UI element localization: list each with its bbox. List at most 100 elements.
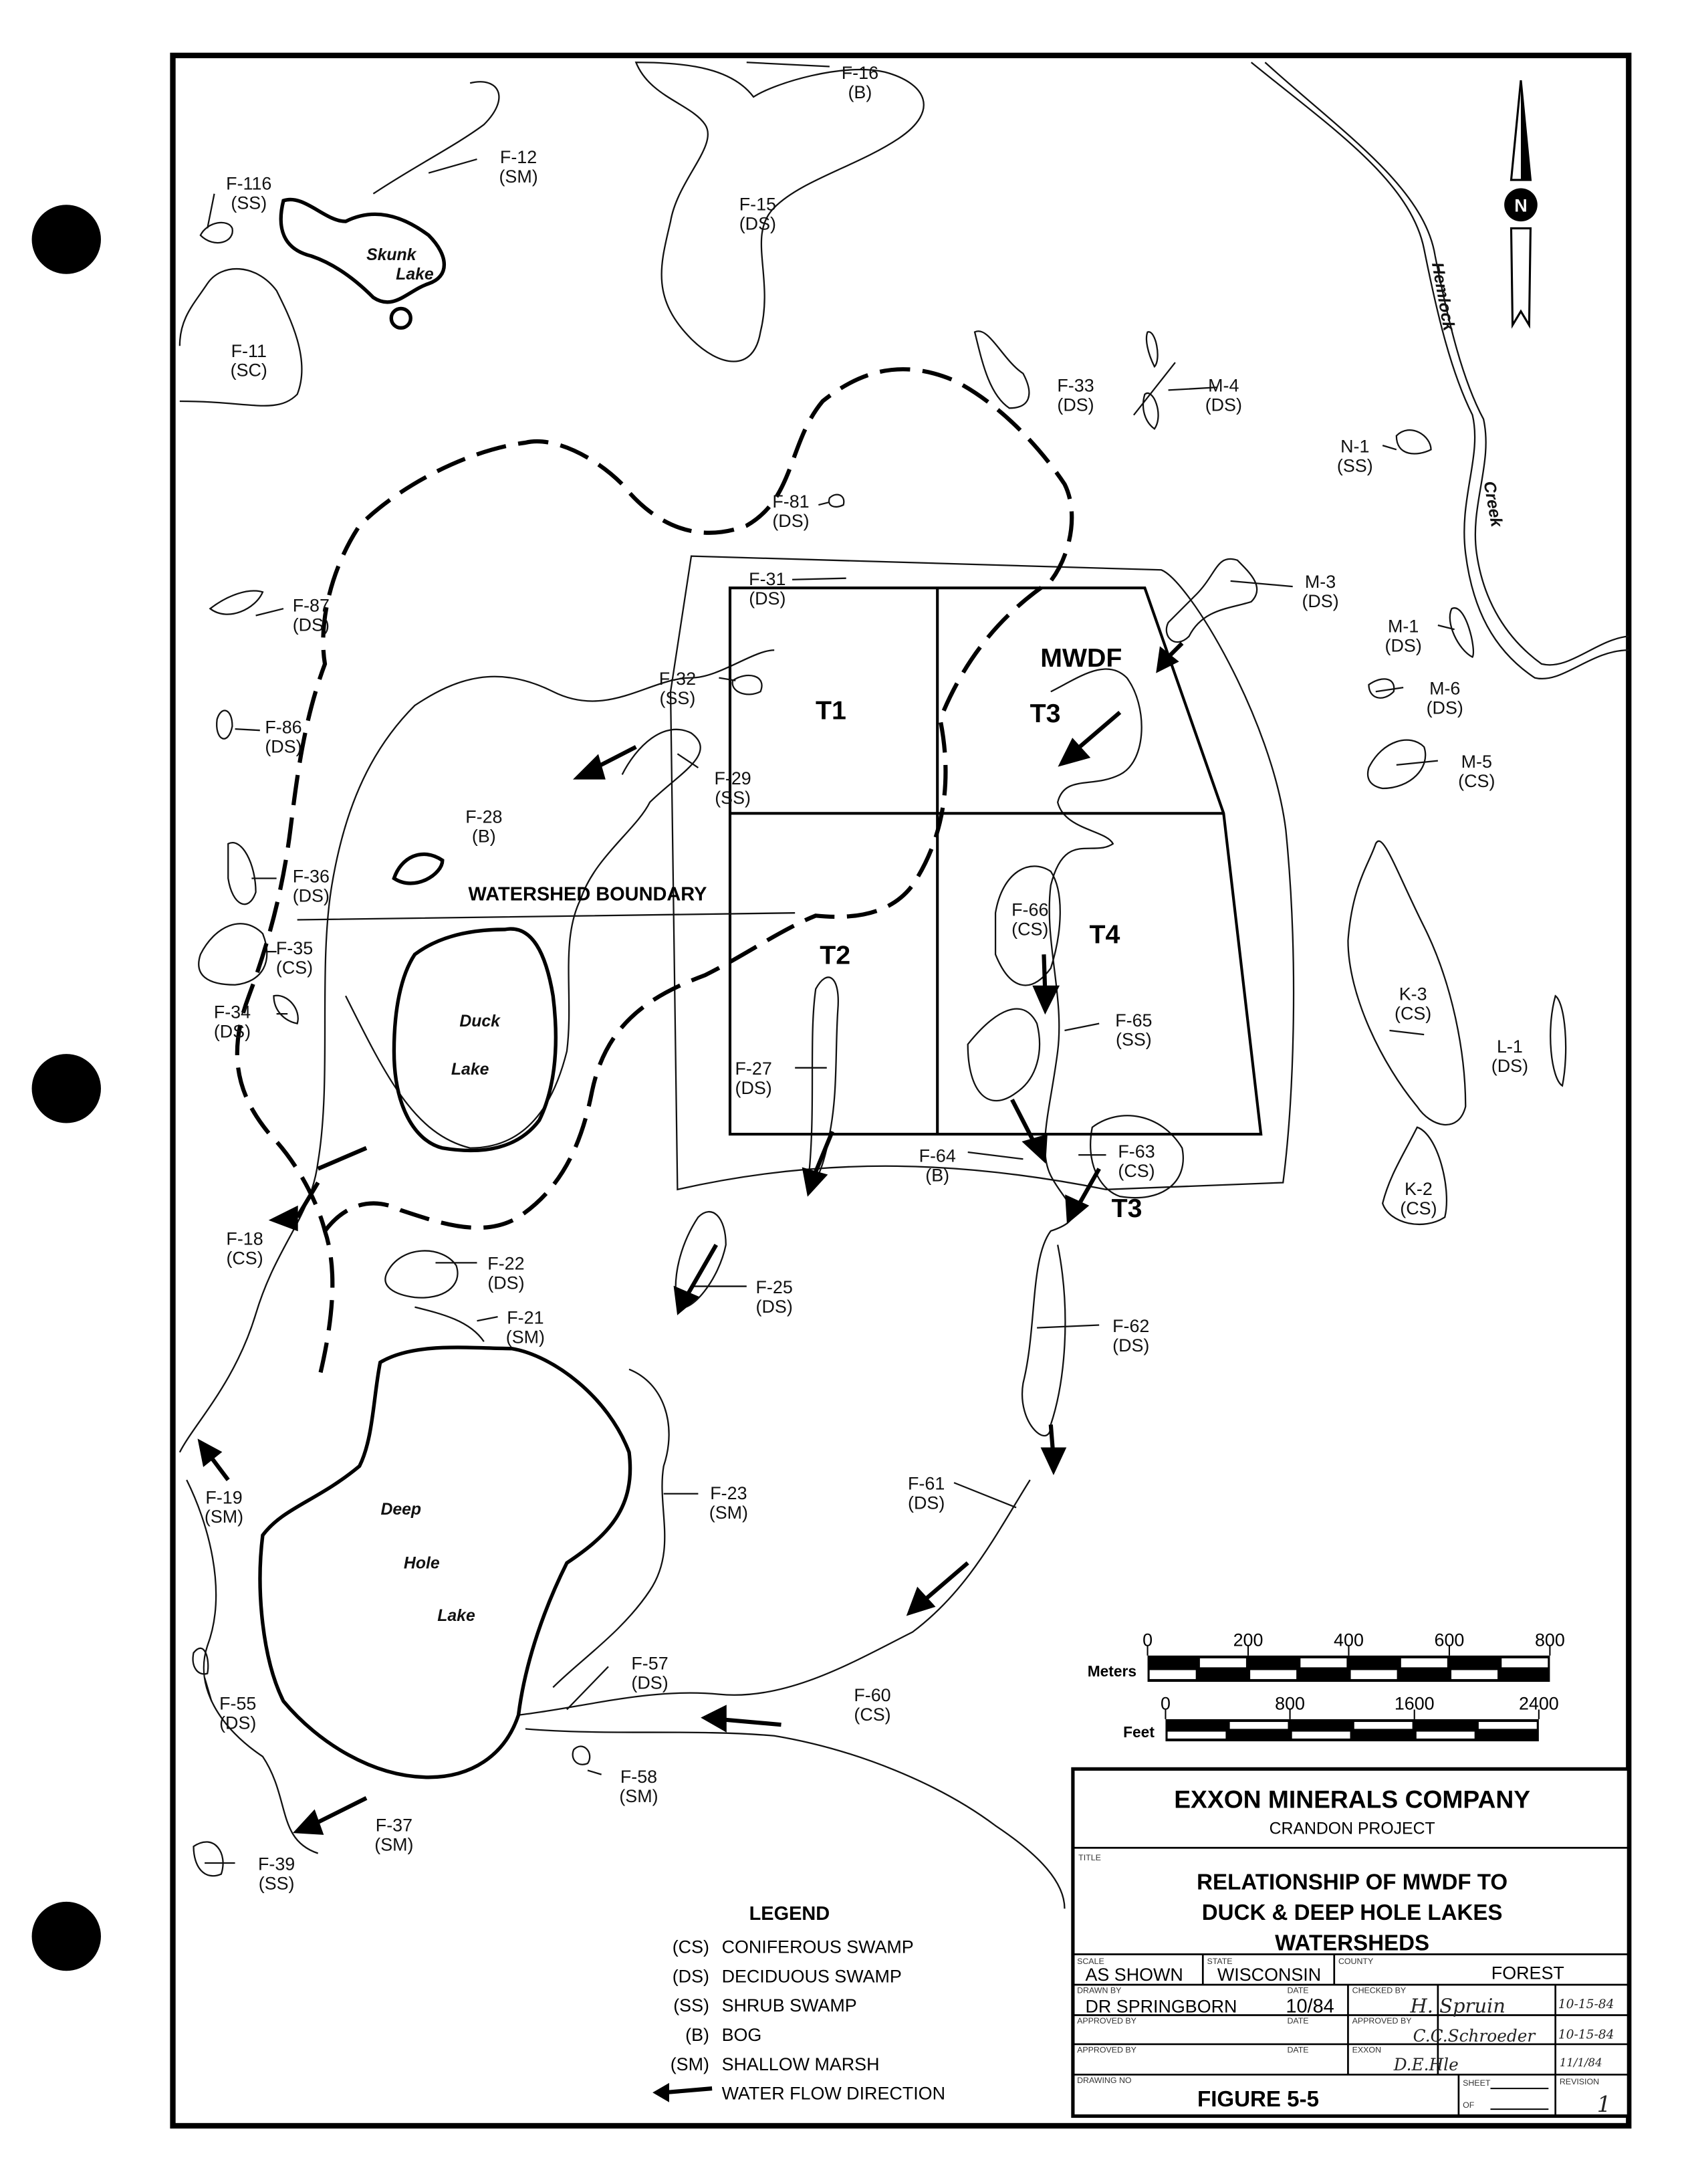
legend-description: SHRUB SWAMP (722, 1995, 857, 2015)
of-caption: OF (1463, 2100, 1475, 2110)
wetland-type-label: (DS) (265, 736, 302, 756)
feet-scale-segment (1354, 1722, 1413, 1729)
feet-tick-label: 0 (1161, 1693, 1171, 1713)
deep-hole-lake-label: Deep (380, 1501, 421, 1519)
title-caption: TITLE (1078, 1853, 1101, 1862)
wetland-id-label: F-66 (1011, 899, 1048, 919)
wetland-type-label: (DS) (1491, 1056, 1528, 1076)
wetland-type-label: (SM) (506, 1327, 545, 1347)
wetland-id-label: F-23 (710, 1483, 747, 1503)
wetland-type-label: (DS) (772, 511, 809, 531)
meters-tick-label: 200 (1233, 1630, 1264, 1650)
wetland-type-label: (SM) (619, 1786, 658, 1806)
wetland-id-label: M-5 (1461, 752, 1492, 772)
wetland-id-label: F-87 (293, 595, 330, 615)
wetland-type-label: (B) (925, 1165, 949, 1185)
wetland-id-label: K-2 (1405, 1179, 1433, 1199)
duck-lake-label: Lake (451, 1061, 489, 1079)
legend-code: (SS) (673, 1995, 709, 2015)
wetland-type-label: (SS) (259, 1873, 295, 1893)
wetland-id-label: L-1 (1497, 1036, 1523, 1057)
wetland-id-label: F-58 (620, 1767, 657, 1787)
wetland-id-label: F-34 (214, 1002, 251, 1022)
approved-by-caption: APPROVED BY (1077, 2016, 1136, 2026)
checked-by-caption: CHECKED BY (1352, 1985, 1407, 1995)
wetland-id-label: F-65 (1115, 1010, 1152, 1030)
wetland-type-label: (SM) (709, 1503, 748, 1523)
legend-description: SHALLOW MARSH (722, 2054, 880, 2074)
date-caption: DATE (1287, 2016, 1308, 2026)
wetland-id-label: F-15 (739, 195, 776, 215)
wetland-id-label: F-60 (854, 1685, 890, 1705)
wetland-id-label: F-29 (714, 768, 751, 788)
wetland-id-label: F-63 (1118, 1141, 1155, 1162)
legend: LEGEND (CS)CONIFEROUS SWAMP(DS)DECIDUOUS… (652, 1903, 945, 2104)
deep-hole-lake-label: Lake (437, 1607, 475, 1625)
meters-scale-segment (1350, 1670, 1397, 1679)
meters-scale-segment (1300, 1658, 1347, 1668)
project-name: CRANDON PROJECT (1270, 1820, 1435, 1838)
exxon-date: 11/1/84 (1560, 2056, 1602, 2069)
wetland-id-label: M-3 (1305, 572, 1336, 592)
feet-scale-segment (1292, 1731, 1350, 1739)
meters-scale-segment (1250, 1670, 1297, 1679)
legend-code: (CS) (673, 1937, 709, 1957)
wetland-id-label: F-11 (231, 341, 267, 361)
wetland-id-label: K-3 (1399, 984, 1427, 1004)
wetland-id-label: F-31 (749, 569, 786, 589)
sheet-caption: SHEET (1463, 2078, 1491, 2088)
wetland-id-label: F-25 (756, 1277, 793, 1297)
wetland-id-label: F-57 (631, 1653, 668, 1673)
wetland-type-label: (SC) (231, 360, 267, 380)
wetland-type-label: (DS) (1112, 1335, 1149, 1355)
water-flow-legend-arrow (663, 2086, 713, 2095)
meters-scale-segment (1451, 1670, 1498, 1679)
skunk-lake-label: Lake (396, 265, 434, 284)
wetland-type-label: (CS) (226, 1248, 263, 1268)
wetland-id-label: F-116 (226, 174, 271, 194)
wetland-id-label: F-12 (500, 147, 537, 167)
wetland-type-label: (DS) (293, 615, 330, 635)
creek-label: Hemlock (1428, 261, 1458, 333)
wetland-id-label: F-18 (226, 1229, 263, 1249)
map-frame (170, 52, 1632, 2129)
meters-scale-segment (1199, 1658, 1246, 1668)
skunk-lake-label: Skunk (366, 246, 417, 264)
wetland-id-label: F-62 (1112, 1316, 1149, 1336)
tract-label: T4 (1090, 920, 1120, 950)
tract-label: T3 (1030, 699, 1061, 728)
wetland-id-label: F-36 (293, 867, 330, 887)
wetland-id-label: N-1 (1340, 436, 1369, 456)
wetland-type-label: (B) (848, 82, 872, 102)
revision-caption: REVISION (1560, 2077, 1599, 2086)
binder-hole (31, 205, 101, 274)
mwdf-label: MWDF (1040, 643, 1122, 673)
company-name: EXXON MINERALS COMPANY (1174, 1785, 1530, 1813)
feet-tick-label: 800 (1275, 1693, 1305, 1713)
drawn-by-caption: DRAWN BY (1077, 1985, 1121, 1995)
wetland-id-label: F-81 (772, 492, 809, 512)
state-caption: STATE (1207, 1957, 1232, 1966)
meters-scale-segment (1401, 1658, 1447, 1668)
wetland-type-label: (CS) (1458, 771, 1495, 791)
approved-date: 10-15-84 (1558, 2028, 1614, 2042)
exxon-signature: D.E.Hle (1393, 2055, 1459, 2074)
county-value: FOREST (1491, 1963, 1564, 1983)
wetland-id-label: F-33 (1057, 375, 1094, 395)
wetland-type-label: (DS) (1057, 395, 1094, 415)
wetland-id-label: F-27 (735, 1059, 772, 1079)
feet-scale-segment (1167, 1731, 1226, 1739)
wetland-type-label: (DS) (908, 1493, 945, 1513)
feet-scale-segment (1229, 1722, 1288, 1729)
watershed-boundary-label: WATERSHED BOUNDARY (469, 884, 707, 905)
scale-value: AS SHOWN (1085, 1965, 1183, 1985)
meters-tick-label: 400 (1334, 1630, 1364, 1650)
legend-code: (B) (685, 2025, 709, 2045)
wetland-id-label: F-86 (265, 717, 302, 737)
revision-number: 1 (1597, 2091, 1611, 2117)
wetland-id-label: M-4 (1208, 375, 1239, 395)
checked-date: 10-15-84 (1558, 1997, 1614, 2011)
legend-description: DECIDUOUS SWAMP (722, 1966, 902, 1986)
wetland-id-label: M-6 (1429, 678, 1460, 698)
